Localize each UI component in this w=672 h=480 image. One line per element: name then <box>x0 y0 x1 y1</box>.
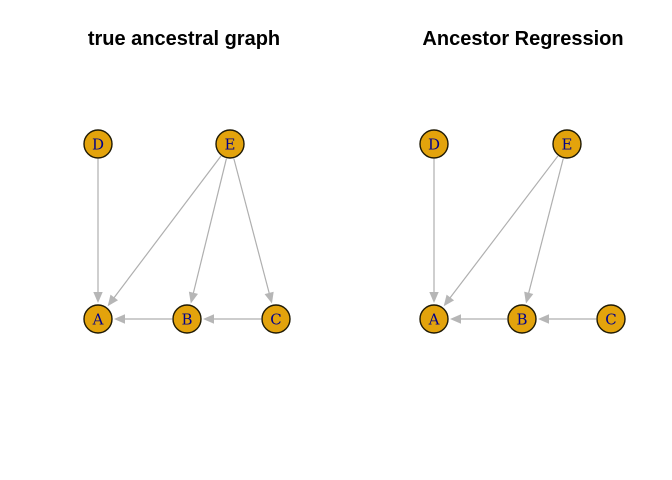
arrowhead-B-A <box>450 314 461 324</box>
node-label-A: A <box>92 310 104 328</box>
edge-E-A <box>113 155 222 299</box>
node-circle-E <box>552 129 582 159</box>
ancestor-regression-node-B: B <box>507 304 537 334</box>
ancestor-regression-node-A: A <box>419 304 449 334</box>
node-label-D: D <box>428 135 440 153</box>
node-circle-B <box>172 304 202 334</box>
arrowhead-E-A <box>443 294 455 307</box>
left-panel-title: true ancestral graph <box>87 28 281 50</box>
edge-E-B <box>192 158 228 294</box>
arrowhead-E-A <box>107 294 119 307</box>
node-label-B: B <box>516 310 527 328</box>
arrowhead-E-B <box>188 291 199 304</box>
true-ancestral-graph-node-E: E <box>215 129 245 159</box>
edge-E-B <box>527 158 564 294</box>
node-label-C: C <box>270 310 281 328</box>
node-circle-A <box>83 304 113 334</box>
true-ancestral-graph-node-C: C <box>261 304 291 334</box>
edge-E-A <box>449 155 559 299</box>
true-ancestral-graph-edges <box>93 155 274 324</box>
right-panel-title: Ancestor Regression <box>422 28 624 50</box>
node-label-D: D <box>92 135 104 153</box>
arrowhead-C-B <box>203 314 214 324</box>
node-circle-E <box>215 129 245 159</box>
node-circle-B <box>507 304 537 334</box>
ancestor-regression-edges <box>429 155 596 324</box>
true-ancestral-graph-nodes: D E A B C <box>83 129 291 334</box>
ancestor-regression-node-C: C <box>596 304 626 334</box>
arrowhead-E-C <box>264 291 274 304</box>
node-label-B: B <box>181 310 192 328</box>
arrowhead-D-A <box>93 292 103 303</box>
arrowhead-C-B <box>538 314 549 324</box>
node-circle-C <box>261 304 291 334</box>
node-circle-D <box>83 129 113 159</box>
node-label-E: E <box>562 135 573 153</box>
ancestor-regression-node-D: D <box>419 129 449 159</box>
node-circle-C <box>596 304 626 334</box>
node-label-C: C <box>605 310 616 328</box>
arrowhead-E-B <box>524 291 534 304</box>
arrowhead-D-A <box>429 292 439 303</box>
true-ancestral-graph-node-B: B <box>172 304 202 334</box>
node-circle-D <box>419 129 449 159</box>
arrowhead-B-A <box>114 314 125 324</box>
edge-E-C <box>233 158 270 295</box>
ancestor-regression-node-E: E <box>552 129 582 159</box>
true-ancestral-graph-node-A: A <box>83 304 113 334</box>
ancestor-regression-nodes: D E A B C <box>419 129 626 334</box>
node-label-E: E <box>225 135 236 153</box>
node-circle-A <box>419 304 449 334</box>
true-ancestral-graph-node-D: D <box>83 129 113 159</box>
node-label-A: A <box>428 310 440 328</box>
